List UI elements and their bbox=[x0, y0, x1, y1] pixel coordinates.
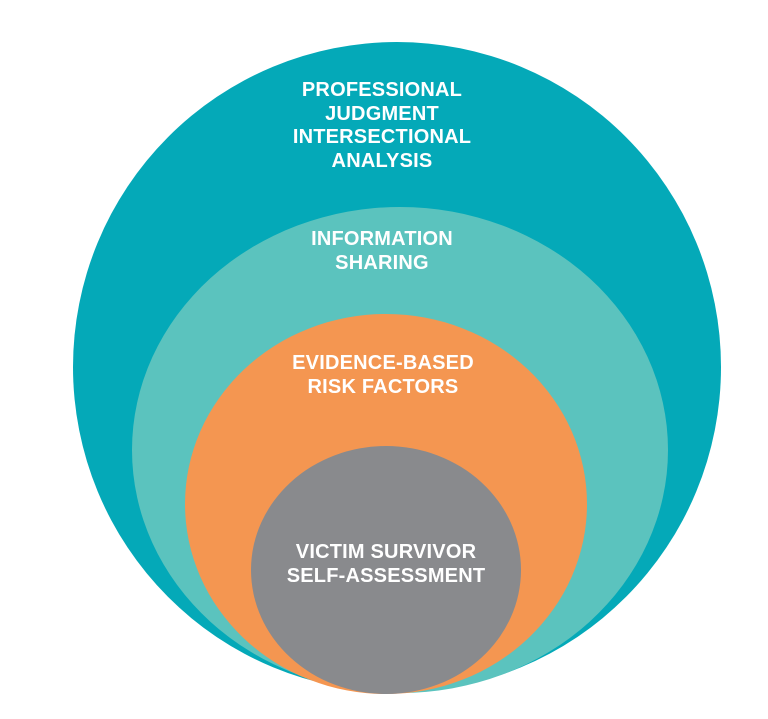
evidence-based-label: EVIDENCE-BASED RISK FACTORS bbox=[0, 352, 767, 399]
label-line: INFORMATION bbox=[311, 228, 453, 250]
information-sharing-label: INFORMATION SHARING bbox=[0, 228, 766, 275]
label-line: VICTIM SURVIVOR bbox=[295, 541, 477, 563]
label-line: PROFESSIONAL bbox=[301, 79, 463, 101]
label-line: RISK FACTORS bbox=[307, 375, 459, 398]
victim-survivor-circle bbox=[251, 446, 521, 694]
label-line: EVIDENCE-BASED bbox=[292, 352, 474, 374]
label-line: INTERSECTIONAL bbox=[292, 126, 472, 148]
label-line: JUDGMENT bbox=[325, 102, 439, 125]
label-line: SELF-ASSESSMENT bbox=[286, 564, 486, 587]
label-line: SHARING bbox=[335, 251, 429, 274]
label-line: ANALYSIS bbox=[331, 149, 433, 172]
victim-survivor-label: VICTIM SURVIVOR SELF-ASSESSMENT bbox=[2, 541, 768, 588]
professional-judgment-label: PROFESSIONAL JUDGMENT INTERSECTIONAL ANA… bbox=[0, 79, 766, 173]
